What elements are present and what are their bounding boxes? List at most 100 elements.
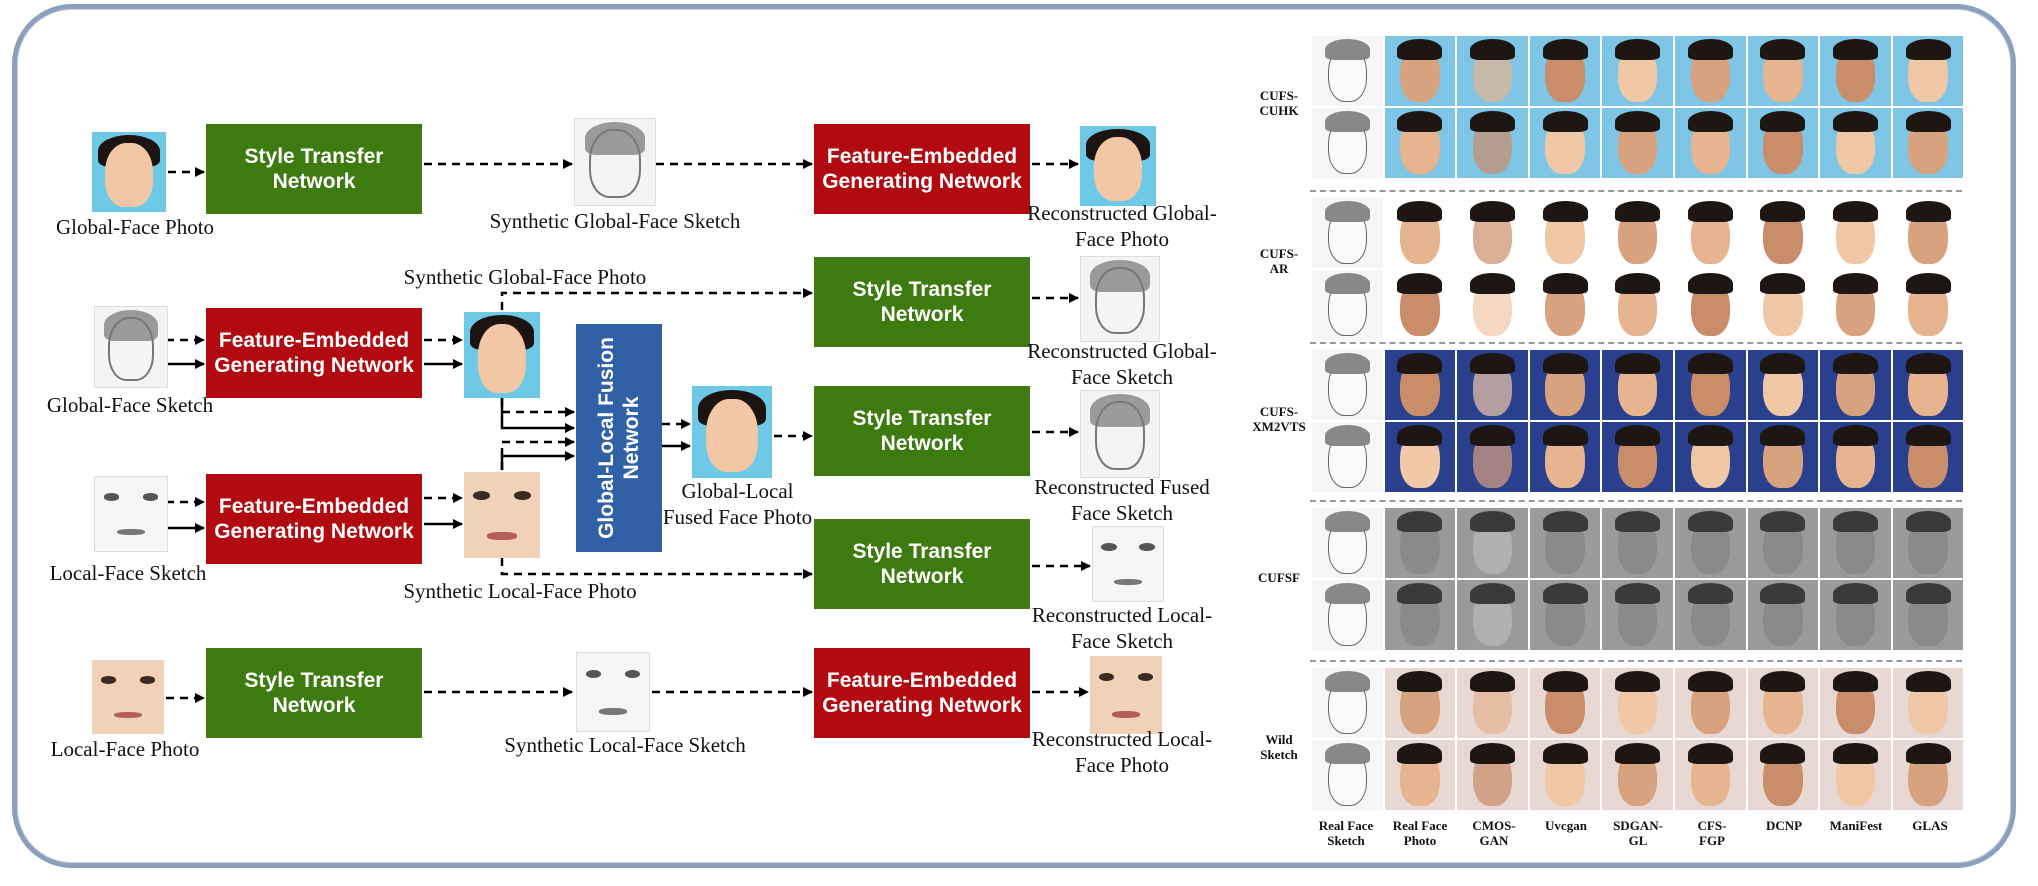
synthetic-local-face-photo-image [464, 472, 540, 558]
result-face-thumbnail [1457, 350, 1528, 420]
result-face-thumbnail [1384, 350, 1456, 420]
local-face-sketch-label: Local-Face Sketch [49, 561, 207, 585]
dataset-separator [1310, 500, 1962, 502]
result-face-thumbnail [1457, 740, 1528, 810]
hair-shape [1615, 510, 1661, 532]
style-transfer-network-box: Style Transfer Network [814, 519, 1030, 609]
hair-shape [1832, 742, 1879, 764]
hair-shape [1324, 742, 1370, 764]
result-face-thumbnail [1820, 668, 1891, 738]
hair-shape [1687, 510, 1733, 532]
result-face-thumbnail [1457, 668, 1528, 738]
result-face-thumbnail [1675, 198, 1746, 268]
result-face-thumbnail [1820, 198, 1891, 268]
hair-shape [1542, 110, 1588, 132]
global-local-fusion-network-box: Global-Local Fusion Network [576, 324, 662, 552]
hair-shape [1760, 272, 1806, 294]
column-label: Real Face Photo [1392, 818, 1448, 848]
hair-shape [1397, 352, 1443, 374]
result-face-thumbnail [1457, 580, 1528, 650]
hair-shape [1687, 424, 1733, 446]
feature-embedded-network-box: Feature-Embedded Generating Network [206, 308, 422, 398]
real-face-sketch-thumbnail [1312, 422, 1383, 492]
feature-embedded-network-box: Feature-Embedded Generating Network [206, 474, 422, 564]
synthetic-global-face-photo-label: Synthetic Global-Face Photo [403, 265, 647, 289]
hair-shape [1542, 582, 1588, 604]
real-face-sketch-thumbnail [1312, 350, 1383, 420]
reconstructed-global-face-sketch-image [1080, 256, 1160, 342]
hair-shape [1615, 742, 1661, 764]
result-face-thumbnail [1384, 580, 1456, 650]
hair-shape [1542, 424, 1588, 446]
column-label: GLAS [1912, 818, 1948, 833]
hair-shape [1469, 352, 1516, 374]
result-face-thumbnail [1602, 508, 1673, 578]
result-face-thumbnail [1892, 108, 1964, 178]
real-face-sketch-thumbnail [1312, 668, 1383, 738]
result-face-thumbnail [1457, 198, 1528, 268]
hair-shape [1832, 582, 1879, 604]
result-face-thumbnail [1384, 270, 1456, 340]
hair-shape [1542, 352, 1588, 374]
hair-shape [1832, 670, 1879, 692]
hair-shape [1469, 670, 1516, 692]
hair-shape [1542, 38, 1588, 60]
hair-shape [1905, 670, 1951, 692]
column-label: Real Face Sketch [1318, 818, 1374, 848]
reconstructed-local-face-sketch-image [1092, 526, 1164, 602]
result-face-thumbnail [1384, 668, 1456, 738]
global-face-sketch-image [94, 306, 168, 388]
result-face-thumbnail [1747, 740, 1819, 810]
hair-shape [1324, 110, 1370, 132]
hair-shape [1397, 742, 1443, 764]
hair-shape [1905, 424, 1951, 446]
hair-shape [1615, 272, 1661, 294]
hair-shape [1397, 670, 1443, 692]
hair-shape [1469, 582, 1516, 604]
result-face-thumbnail [1384, 740, 1456, 810]
result-face-thumbnail [1747, 508, 1819, 578]
hair-shape [1760, 38, 1806, 60]
result-face-thumbnail [1892, 270, 1964, 340]
style-transfer-network-box: Style Transfer Network [206, 648, 422, 738]
fusion-network-label: Global-Local Fusion Network [595, 337, 643, 539]
result-face-thumbnail [1529, 350, 1601, 420]
hair-shape [1687, 110, 1733, 132]
hair-shape [1687, 38, 1733, 60]
hair-shape [1469, 200, 1516, 222]
hair-shape [1324, 510, 1370, 532]
result-face-thumbnail [1529, 36, 1601, 106]
hair-shape [1905, 110, 1951, 132]
result-face-thumbnail [1457, 508, 1528, 578]
column-label: CFS- FGP [1697, 818, 1727, 848]
hair-shape [1760, 110, 1806, 132]
column-label: DCNP [1765, 818, 1803, 833]
result-face-thumbnail [1820, 350, 1891, 420]
dataset-separator [1310, 342, 1962, 344]
result-face-thumbnail [1892, 580, 1964, 650]
result-face-thumbnail [1457, 270, 1528, 340]
result-face-thumbnail [1384, 36, 1456, 106]
hair-shape [1469, 110, 1516, 132]
global-local-fused-face-photo-label: Global-Local Fused Face Photo [662, 479, 813, 529]
hair-shape [1542, 510, 1588, 532]
column-label: SDGAN- GL [1613, 818, 1663, 848]
result-face-thumbnail [1457, 36, 1528, 106]
hair-shape [1615, 582, 1661, 604]
hair-shape [1760, 200, 1806, 222]
row-label: CUFS- AR [1259, 246, 1299, 276]
local-face-photo-image [92, 660, 164, 734]
hair-shape [1905, 38, 1951, 60]
result-face-thumbnail [1747, 580, 1819, 650]
result-face-thumbnail [1820, 740, 1891, 810]
hair-shape [1832, 200, 1879, 222]
hair-shape [1469, 424, 1516, 446]
result-face-thumbnail [1529, 508, 1601, 578]
hair-shape [1397, 110, 1443, 132]
result-face-thumbnail [1602, 422, 1673, 492]
hair-shape [1324, 272, 1370, 294]
real-face-sketch-thumbnail [1312, 508, 1383, 578]
real-face-sketch-thumbnail [1312, 270, 1383, 340]
result-face-thumbnail [1747, 270, 1819, 340]
column-label: Uvcgan [1545, 818, 1587, 833]
